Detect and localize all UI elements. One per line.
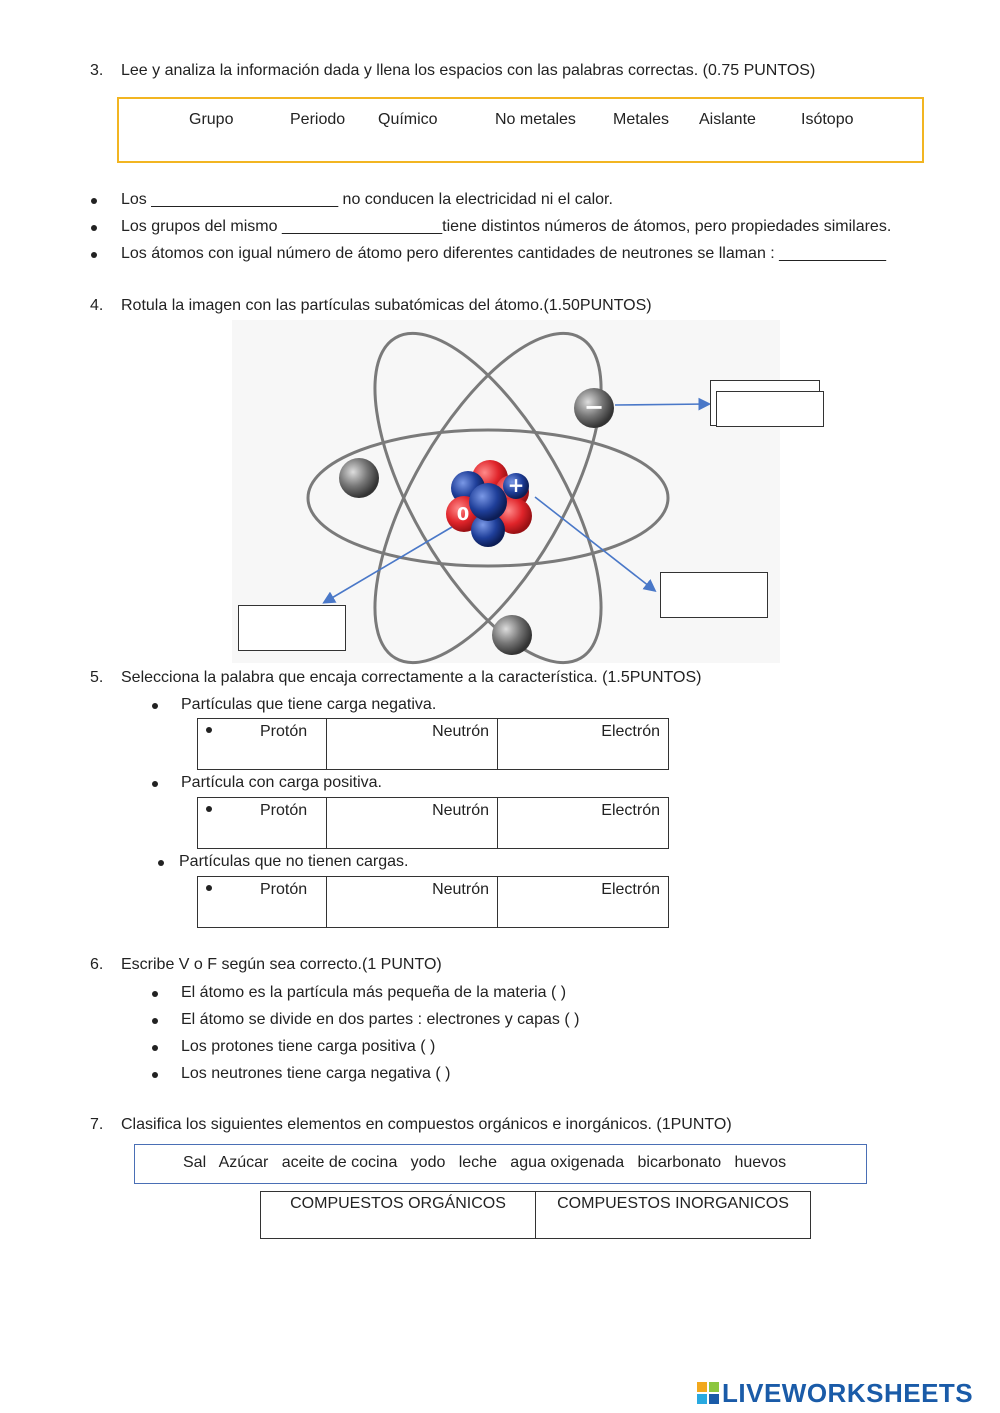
- q7-instruction: Clasifica los siguientes elementos en co…: [121, 1116, 732, 1133]
- q5-instruction: Selecciona la palabra que encaja correct…: [121, 669, 702, 686]
- q6-statement-3[interactable]: Los protones tiene carga positiva ( ): [181, 1038, 436, 1055]
- option-proton[interactable]: Protón: [260, 723, 308, 740]
- arrow-electron: [614, 397, 712, 411]
- q3-sentence-1[interactable]: Los _____________________ no conducen la…: [121, 191, 613, 208]
- word-bank-item[interactable]: No metales: [495, 111, 576, 128]
- neutron-sign: 0: [457, 504, 470, 525]
- q3-sentence-3[interactable]: Los átomos con igual número de átomo per…: [121, 245, 886, 262]
- bullet-icon: [152, 1072, 158, 1078]
- arrow-proton: [534, 496, 657, 592]
- q7-number: 7.: [90, 1116, 104, 1133]
- bullet-icon: [152, 1018, 158, 1024]
- column-inorganic[interactable]: COMPUESTOS INORGANICOS: [535, 1191, 811, 1239]
- electron-left: [339, 458, 379, 498]
- q5-prompt-2: Partícula con carga positiva.: [181, 774, 382, 791]
- option-cell[interactable]: Neutrón: [326, 797, 498, 849]
- option-neutron[interactable]: Neutrón: [432, 802, 489, 819]
- arrow-neutron: [322, 526, 453, 604]
- q3-number: 3.: [90, 62, 104, 79]
- bullet-icon: [158, 860, 164, 866]
- liveworksheets-logo-icon: [697, 1382, 719, 1404]
- q3-word-bank: Grupo Periodo Químico No metales Metales…: [117, 97, 924, 163]
- option-cell[interactable]: Protón: [197, 797, 327, 849]
- electron-sign: −: [584, 393, 604, 421]
- bullet-icon: [152, 781, 158, 787]
- column-organic[interactable]: COMPUESTOS ORGÁNICOS: [260, 1191, 536, 1239]
- q5-options-3: Protón Neutrón Electrón: [197, 876, 669, 928]
- q5-prompt-1: Partículas que tiene carga negativa.: [181, 696, 437, 713]
- option-cell[interactable]: Protón: [197, 718, 327, 770]
- option-neutron[interactable]: Neutrón: [432, 723, 489, 740]
- option-cell[interactable]: Neutrón: [326, 718, 498, 770]
- bullet-icon: [152, 1045, 158, 1051]
- orbit-diagonal-b: [373, 331, 603, 665]
- option-electron[interactable]: Electrón: [601, 881, 660, 898]
- bullet-icon: [91, 252, 97, 258]
- electron-top-right: [574, 388, 614, 428]
- q3-sentence-2[interactable]: Los grupos del mismo __________________t…: [121, 218, 892, 235]
- word-bank-item[interactable]: Periodo: [290, 111, 346, 128]
- q7-classification-table: COMPUESTOS ORGÁNICOS COMPUESTOS INORGANI…: [260, 1191, 811, 1239]
- option-cell[interactable]: Neutrón: [326, 876, 498, 928]
- option-electron[interactable]: Electrón: [601, 723, 660, 740]
- option-cell[interactable]: Protón: [197, 876, 327, 928]
- word-bank-item[interactable]: Isótopo: [801, 111, 854, 128]
- option-neutron[interactable]: Neutrón: [432, 881, 489, 898]
- bullet-icon: [152, 703, 158, 709]
- q6-instruction: Escribe V o F según sea correcto.(1 PUNT…: [121, 956, 442, 973]
- electron-bottom: [492, 615, 532, 655]
- q5-options-1: Protón Neutrón Electrón: [197, 718, 669, 770]
- bullet-icon: [206, 806, 212, 812]
- option-cell[interactable]: Electrón: [497, 718, 669, 770]
- q4-number: 4.: [90, 297, 104, 314]
- option-proton[interactable]: Protón: [260, 881, 308, 898]
- q7-word-bank: Sal Azúcar aceite de cocina yodo leche a…: [134, 1144, 867, 1184]
- q5-prompt-3: Partículas que no tienen cargas.: [179, 853, 409, 870]
- q6-statement-4[interactable]: Los neutrones tiene carga negativa ( ): [181, 1065, 451, 1082]
- label-box-proton[interactable]: [660, 572, 768, 618]
- orbit-diagonal-a: [373, 331, 603, 665]
- bullet-icon: [206, 885, 212, 891]
- bullet-icon: [206, 727, 212, 733]
- option-electron[interactable]: Electrón: [601, 802, 660, 819]
- bullet-icon: [152, 991, 158, 997]
- q6-number: 6.: [90, 956, 104, 973]
- label-box-electron-inner[interactable]: [716, 391, 824, 427]
- q5-number: 5.: [90, 669, 104, 686]
- bullet-icon: [91, 225, 97, 231]
- q6-statement-1[interactable]: El átomo es la partícula más pequeña de …: [181, 984, 567, 1001]
- liveworksheets-logo-text: LIVEWORKSHEETS: [722, 1378, 974, 1408]
- q3-instruction: Lee y analiza la información dada y llen…: [121, 62, 816, 79]
- option-cell[interactable]: Electrón: [497, 797, 669, 849]
- nucleus: [446, 460, 532, 547]
- option-proton[interactable]: Protón: [260, 802, 308, 819]
- word-bank-item[interactable]: Grupo: [189, 111, 234, 128]
- q5-options-2: Protón Neutrón Electrón: [197, 797, 669, 849]
- bullet-icon: [91, 198, 97, 204]
- word-bank-item[interactable]: Metales: [613, 111, 670, 128]
- option-cell[interactable]: Electrón: [497, 876, 669, 928]
- q4-instruction: Rotula la imagen con las partículas suba…: [121, 297, 652, 314]
- q7-word-list[interactable]: Sal Azúcar aceite de cocina yodo leche a…: [183, 1154, 787, 1171]
- q6-statement-2[interactable]: El átomo se divide en dos partes : elect…: [181, 1011, 580, 1028]
- word-bank-item[interactable]: Aislante: [699, 111, 756, 128]
- orbit-horizontal: [306, 428, 670, 568]
- label-box-neutron[interactable]: [238, 605, 346, 651]
- proton-sign: +: [508, 473, 525, 497]
- word-bank-item[interactable]: Químico: [378, 111, 438, 128]
